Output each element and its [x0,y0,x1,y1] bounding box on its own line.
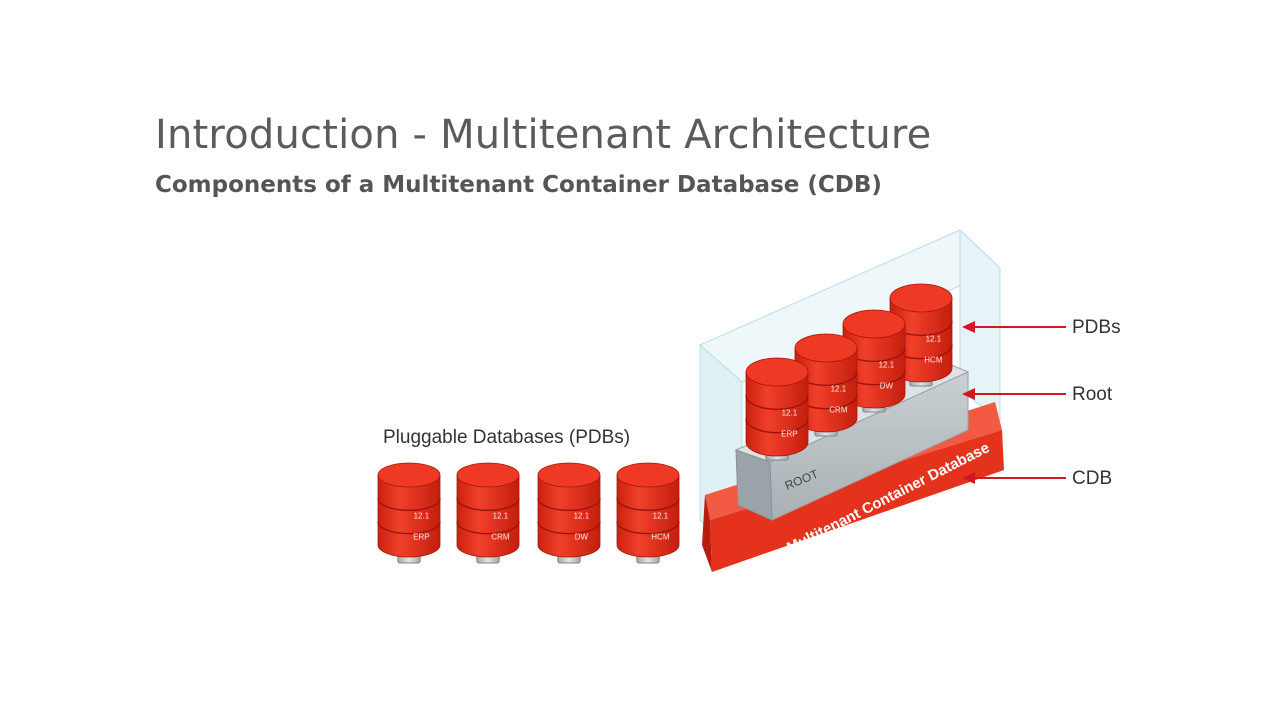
slide-subtitle: Components of a Multitenant Container Da… [155,172,882,198]
pdb-name-label: HCM [924,355,943,364]
pdb-name-label: HCM [651,532,670,541]
pdb-name-label: ERP [781,429,797,438]
version-label: 12.1 [926,334,942,343]
version-label: 12.1 [414,511,430,520]
cdb-callout: CDB [962,468,1112,489]
cdb-callout-label: CDB [1072,468,1112,489]
pdbs-callout: PDBs [962,317,1121,338]
pdb-name-label: DW [575,532,589,541]
root-callout: Root [962,384,1113,405]
pdb-name-label: CRM [491,532,510,541]
callouts: PDBs Root CDB [962,317,1121,489]
version-label: 12.1 [653,511,669,520]
slide-title: Introduction - Multitenant Architecture [155,112,932,158]
version-label: 12.1 [493,511,509,520]
pdb-name-label: ERP [413,532,429,541]
pdb-name-label: DW [880,381,894,390]
version-label: 12.1 [879,360,895,369]
database-dw: 12.1DW [537,462,601,564]
pluggable-databases-caption: Pluggable Databases (PDBs) [383,427,630,448]
version-label: 12.1 [782,408,798,417]
root-callout-label: Root [1072,384,1113,405]
pdbs-callout-label: PDBs [1072,317,1121,338]
version-label: 12.1 [574,511,590,520]
version-label: 12.1 [831,384,847,393]
database-dw: 12.1DW [842,309,906,413]
pdb-name-label: CRM [829,405,848,414]
